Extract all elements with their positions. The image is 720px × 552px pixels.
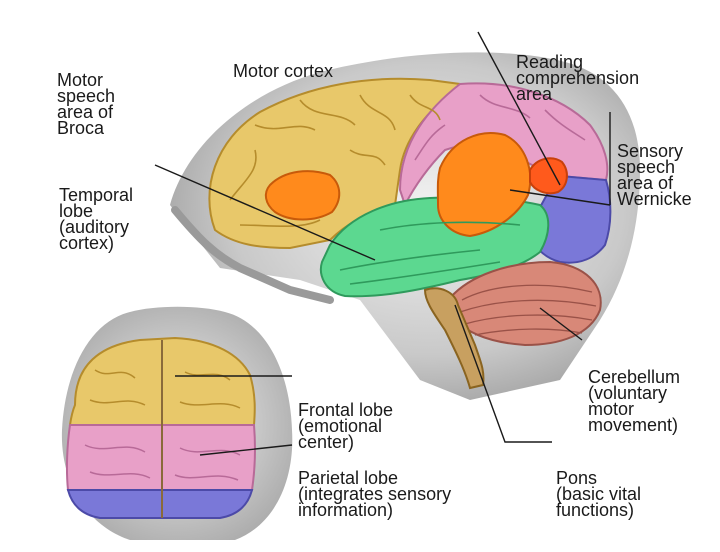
brainstem-pons bbox=[423, 287, 485, 390]
top-gyri-lines bbox=[84, 369, 241, 481]
leader-wernicke-ext bbox=[509, 189, 611, 206]
leader-pons bbox=[454, 304, 552, 443]
leader-cerebellum bbox=[539, 307, 583, 341]
wernicke-area bbox=[436, 132, 532, 238]
cerebellum-side bbox=[448, 260, 602, 347]
leader-temporal bbox=[154, 164, 376, 261]
label-motor-cortex: Motor cortex bbox=[233, 61, 334, 81]
face-outline bbox=[171, 206, 334, 304]
brain-illustration bbox=[61, 31, 640, 540]
gyri-lines bbox=[229, 94, 586, 285]
occipital-lobe-top bbox=[66, 489, 254, 519]
broca-area bbox=[264, 170, 341, 221]
leader-parietal bbox=[199, 444, 293, 456]
leader-reading bbox=[477, 31, 561, 186]
leader-lines bbox=[154, 31, 611, 456]
